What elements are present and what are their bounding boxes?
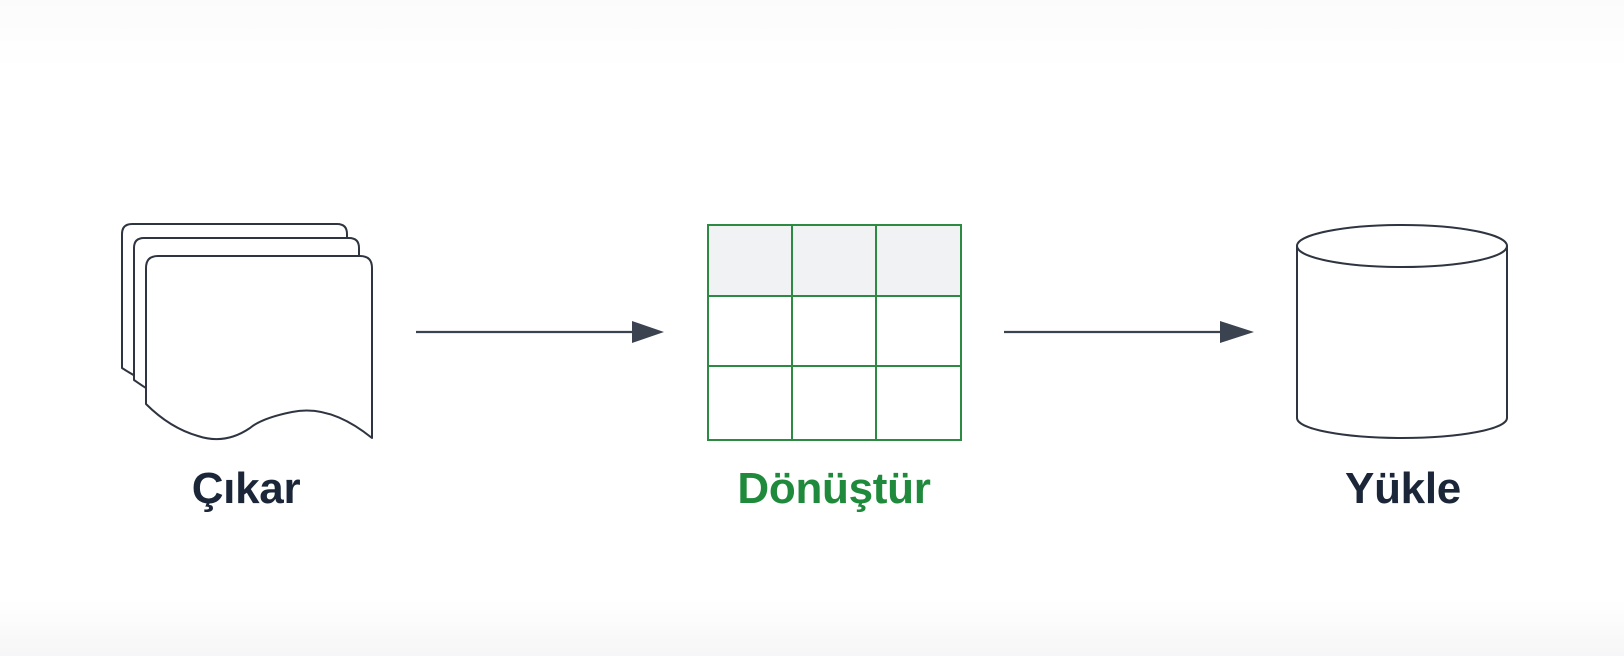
table-border bbox=[707, 224, 962, 441]
table-header-row bbox=[708, 225, 961, 296]
table-grid-icon bbox=[707, 224, 962, 441]
cylinder-top bbox=[1296, 224, 1508, 268]
step-label-extract: Çıkar bbox=[191, 464, 301, 513]
arrow-transform-to-load bbox=[1004, 321, 1254, 343]
step-label-transform: Dönüştür bbox=[737, 464, 931, 513]
documents-stack-icon bbox=[121, 223, 373, 441]
arrow-extract-to-transform bbox=[416, 321, 664, 343]
database-cylinder-icon bbox=[1296, 224, 1508, 439]
cylinder-body bbox=[1296, 246, 1508, 439]
document-front bbox=[145, 255, 373, 441]
step-label-load: Yükle bbox=[1345, 464, 1461, 513]
